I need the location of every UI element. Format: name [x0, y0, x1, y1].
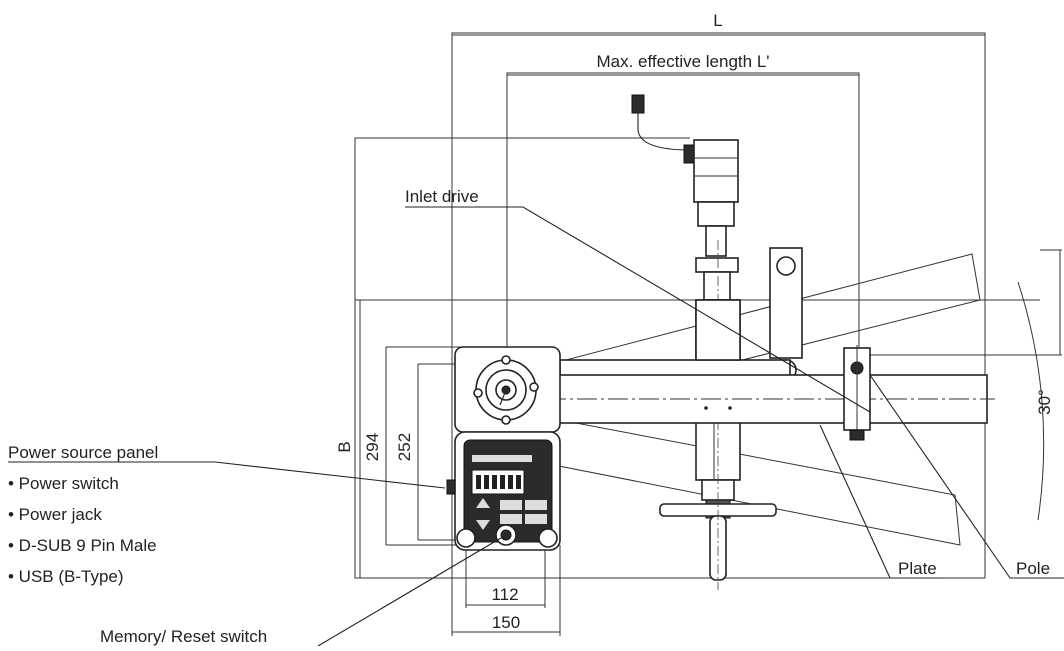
label-power-switch: • Power switch [8, 474, 119, 493]
label-inlet-drive: Inlet drive [405, 187, 479, 206]
label-memory-reset: Memory/ Reset switch [100, 627, 267, 646]
dim-label-294: 294 [363, 433, 382, 461]
horizontal-arm [514, 299, 995, 424]
label-plate: Plate [898, 559, 937, 578]
shaft-lower [703, 271, 731, 301]
label-pole: Pole [1016, 559, 1050, 578]
motor-cable [637, 113, 691, 151]
connector-plug [631, 94, 645, 114]
up-arrow-icon [476, 498, 490, 508]
dim-label-L-prime: Max. effective length L' [596, 52, 769, 71]
leader-lines [8, 206, 1064, 647]
leader-plate [819, 424, 945, 579]
motor-assembly [631, 94, 739, 301]
pole-clamp [843, 345, 871, 441]
controller-unit [446, 431, 561, 551]
mount-hole [456, 528, 476, 548]
dim-label-112: 112 [491, 585, 518, 604]
leader-memory-reset [317, 534, 507, 647]
label-usb: • USB (B-Type) [8, 567, 124, 586]
brand-strip [472, 455, 532, 462]
angle-arc [1017, 281, 1045, 521]
column-top [695, 299, 741, 361]
shaft [705, 225, 727, 257]
leader-power-panel [8, 461, 446, 489]
leader-inlet-drive [405, 206, 871, 413]
dim-label-angle: 30° [1035, 389, 1054, 415]
label-dsub: • D-SUB 9 Pin Male [8, 536, 157, 555]
envelope-L-prime [506, 72, 860, 377]
motor-body [693, 139, 739, 203]
dim-label-B: B [335, 441, 354, 452]
key-button [500, 500, 522, 510]
coupling [695, 257, 739, 273]
gear-head [697, 201, 735, 227]
label-power-jack: • Power jack [8, 505, 102, 524]
dim-label-L: L [713, 11, 722, 30]
display-segments [476, 475, 521, 489]
envelope-upper-left [354, 137, 690, 579]
label-power-panel: Power source panel [8, 443, 158, 462]
clamp-knob [849, 429, 865, 441]
dim-label-252: 252 [395, 433, 414, 461]
side-panel [446, 479, 456, 495]
leader-pole [869, 374, 1064, 579]
down-arrow-icon [476, 520, 490, 530]
cable-gland [683, 144, 695, 164]
dim-label-150: 150 [492, 613, 520, 632]
drive-housing [454, 346, 561, 433]
